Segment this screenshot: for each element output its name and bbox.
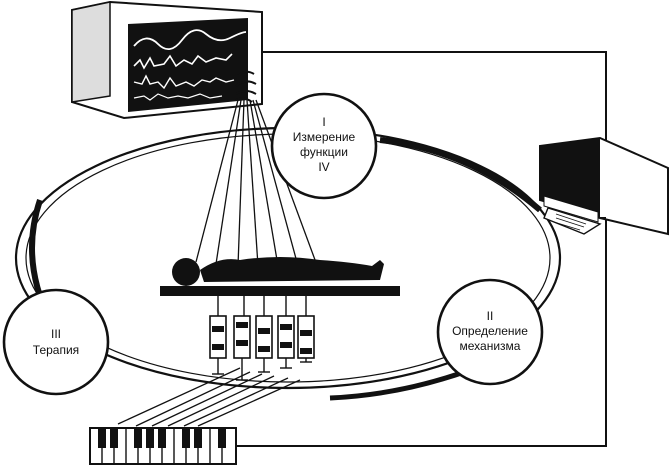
- oscilloscope-monitor-icon: [71, 0, 263, 120]
- stage-therapy-numeral: III: [51, 327, 61, 341]
- control-leads: [117, 367, 301, 427]
- stage-measurement-label-2: функции: [300, 145, 348, 159]
- stage-mechanism-node: II Определение механизма: [436, 278, 544, 386]
- syringe-pump-icon: [209, 296, 315, 381]
- keyboard-icon: [89, 427, 237, 465]
- stage-therapy-label-1: Терапия: [33, 343, 79, 357]
- stage-mechanism-numeral: II: [487, 309, 494, 323]
- patient-lying-icon: [160, 257, 400, 296]
- stage-mechanism-label-1: Определение: [452, 324, 528, 338]
- stage-therapy-node: III Терапия: [2, 288, 110, 396]
- printer-icon: [539, 136, 669, 236]
- stage-measurement-numeral: I: [322, 115, 325, 129]
- stage-mechanism-label-2: механизма: [460, 339, 521, 353]
- stage-measurement-label-3: IV: [318, 160, 329, 174]
- signal-wire-right: [236, 51, 607, 447]
- stage-measurement-label-1: Измерение: [293, 130, 356, 144]
- stage-measurement-node: I Измерение функции IV: [270, 92, 378, 200]
